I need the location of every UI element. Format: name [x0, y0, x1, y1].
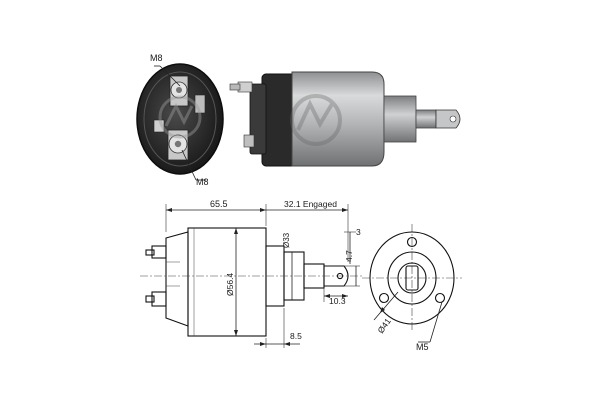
dim-tip-height-label: 4.7 — [344, 250, 354, 262]
terminal-post-top — [169, 75, 189, 107]
watermark-logo — [158, 95, 202, 139]
side-photo — [229, 71, 461, 167]
dim-tip-length-label: 10.3 — [329, 296, 346, 306]
dim-body-dia-label: Ø56.4 — [225, 273, 235, 296]
dim-engaged-label: 32.1 Engaged — [284, 199, 337, 209]
m8-bottom-label: M8 — [196, 177, 209, 187]
dim-bolt-circle-label: Ø41 — [375, 316, 393, 335]
dim-shoulder-label: 8.5 — [290, 331, 302, 341]
dim-mount-thread-label: M5 — [416, 342, 429, 352]
m8-top-leader — [159, 65, 181, 87]
mount-hole-right — [434, 292, 446, 304]
dim-tip-offset-label: 3 — [356, 227, 361, 237]
small-terminal — [153, 94, 206, 133]
dim-shaft-dia-label: Ø33 — [282, 232, 291, 248]
mount-hole-left — [378, 292, 390, 304]
plunger-tab — [435, 109, 461, 129]
front-drawing: Ø41 M5 — [362, 224, 462, 352]
body-watermark — [290, 94, 342, 146]
solenoid-body — [291, 71, 385, 167]
mount-hole-top — [406, 236, 418, 248]
side-drawing: 65.5 32.1 Engaged Ø56.4 Ø33 3 4.7 10.3 8 — [140, 199, 362, 348]
front-outer-circle — [369, 231, 455, 325]
end-cap-photo: M8 M8 — [136, 53, 224, 187]
m8-bottom-leader — [181, 149, 197, 181]
m8-top-label: M8 — [150, 53, 163, 63]
dim-length-label: 65.5 — [210, 199, 228, 209]
